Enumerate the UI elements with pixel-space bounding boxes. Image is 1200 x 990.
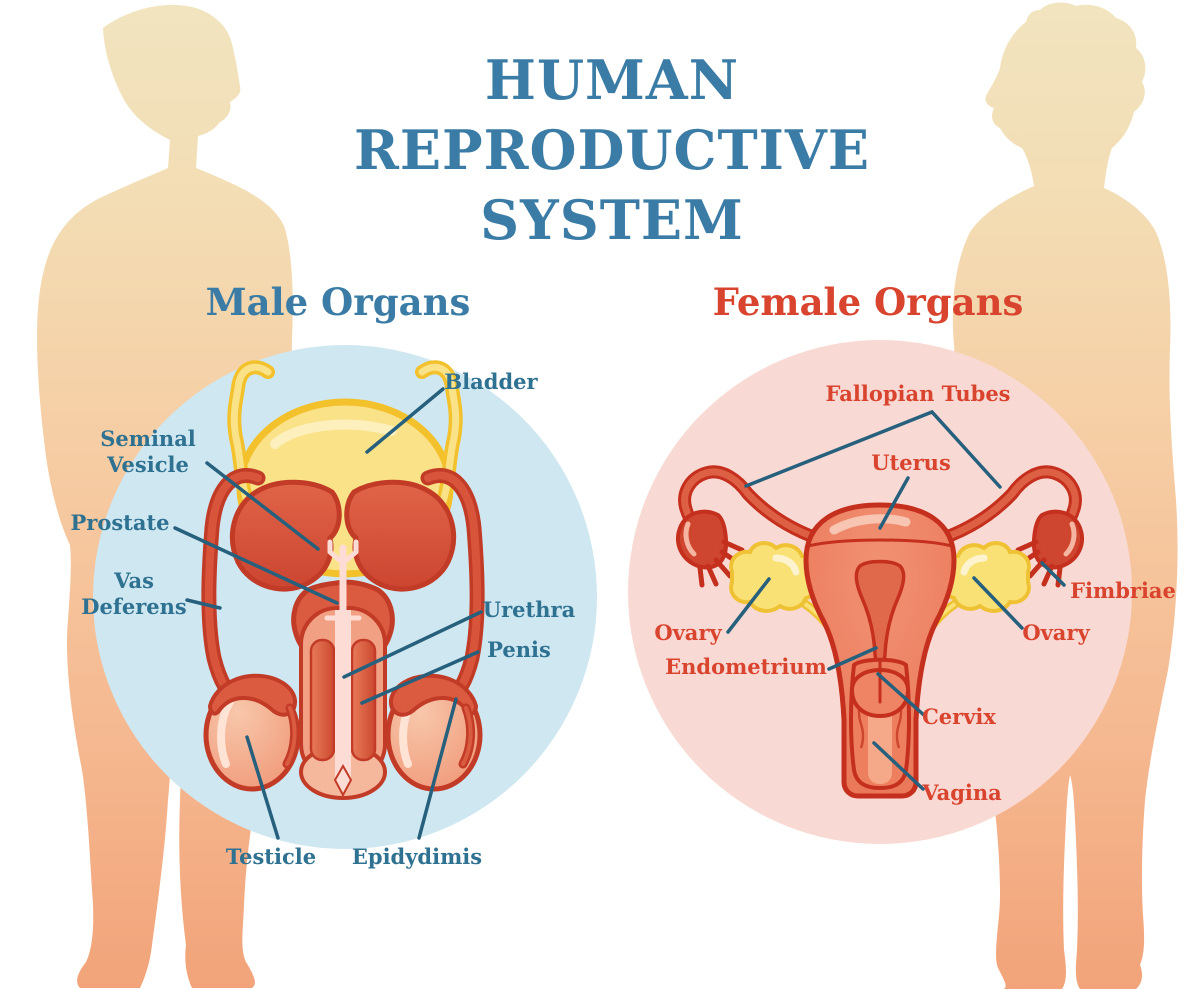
fallopian-tube-left — [676, 465, 835, 588]
urethra-leader-line — [342, 610, 483, 679]
female-anatomy-illustration — [676, 465, 1084, 799]
ovary-right-shape — [941, 541, 1031, 613]
penis-shape — [299, 606, 387, 800]
testicle-leader-line — [245, 735, 280, 840]
vagina-leader-line — [872, 741, 925, 791]
seminal-vesicle-leader-line — [205, 461, 320, 551]
seminal-vesicle-left — [229, 479, 342, 592]
cervix-leader-line — [876, 672, 927, 718]
fallopian-tubes-leader-line — [744, 409, 1002, 489]
urethra-channel — [324, 539, 362, 621]
cervix-shape — [849, 658, 911, 719]
uterus-leader-line — [878, 476, 910, 530]
fallopian-tube-right — [925, 465, 1084, 588]
vas-deferens-leader-line — [185, 598, 222, 610]
epididymis-leader-line — [417, 697, 458, 840]
penis-leader-line — [360, 650, 480, 705]
endometrium-leader-line — [827, 646, 878, 671]
prostate-leader-line — [173, 526, 339, 605]
male-anatomy-illustration — [201, 360, 485, 800]
endometrium-shape — [854, 559, 906, 667]
male-leader-lines — [173, 387, 483, 840]
testicle-right — [385, 673, 483, 792]
bladder-leader-line — [365, 387, 445, 454]
ovary-right-leader-line — [972, 576, 1024, 630]
fimbriae-leader-line — [1040, 561, 1066, 587]
female-leader-lines — [726, 409, 1066, 791]
vas-deferens-tubes — [201, 468, 485, 710]
seminal-vesicle-right — [344, 479, 457, 592]
testicle-left — [203, 673, 301, 792]
ovary-left-leader-line — [726, 577, 771, 634]
